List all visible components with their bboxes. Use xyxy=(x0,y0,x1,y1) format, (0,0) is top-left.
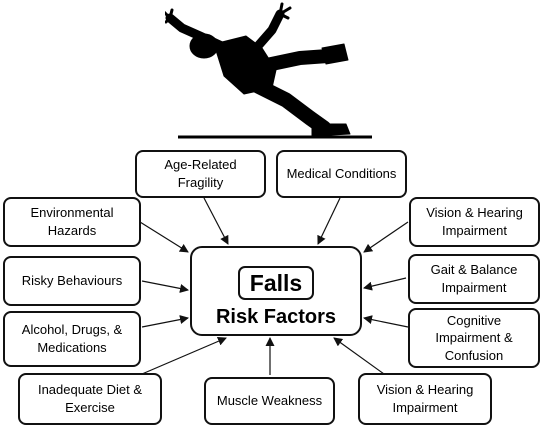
arrow-inadequate-diet xyxy=(141,337,227,375)
factor-risky-behaviours: Risky Behaviours xyxy=(3,256,141,306)
factor-medical-conditions: Medical Conditions xyxy=(276,150,407,198)
arrow-gait-balance xyxy=(363,277,407,291)
factor-muscle-weakness: Muscle Weakness xyxy=(204,377,335,425)
falling-person-icon xyxy=(165,2,372,139)
arrow-environmental-hazards xyxy=(139,221,189,253)
factor-cognitive: Cognitive Impairment & Confusion xyxy=(408,308,540,368)
factor-vision-hearing-top: Vision & Hearing Impairment xyxy=(409,197,540,247)
arrow-vision-hearing-top xyxy=(363,221,409,253)
arrow-vision-hearing-bottom xyxy=(333,337,385,375)
risk-factors-label: Risk Factors xyxy=(215,306,337,328)
factor-alcohol-drugs: Alcohol, Drugs, & Medications xyxy=(3,311,141,367)
factor-environmental-hazards: Environmental Hazards xyxy=(3,197,141,247)
factor-gait-balance: Gait & Balance Impairment xyxy=(408,254,540,304)
falls-title: Falls xyxy=(238,266,314,300)
arrow-risky-behaviours xyxy=(141,280,189,293)
arrow-cognitive xyxy=(363,315,409,328)
arrow-age-related-fragility xyxy=(203,197,229,245)
arrow-medical-conditions xyxy=(317,197,341,245)
factor-vision-hearing-bottom: Vision & Hearing Impairment xyxy=(358,373,492,425)
factor-inadequate-diet: Inadequate Diet & Exercise xyxy=(18,373,162,425)
arrow-alcohol-drugs xyxy=(141,315,189,328)
falls-risk-factors-box xyxy=(190,246,362,336)
factor-age-related-fragility: Age-Related Fragility xyxy=(135,150,266,198)
